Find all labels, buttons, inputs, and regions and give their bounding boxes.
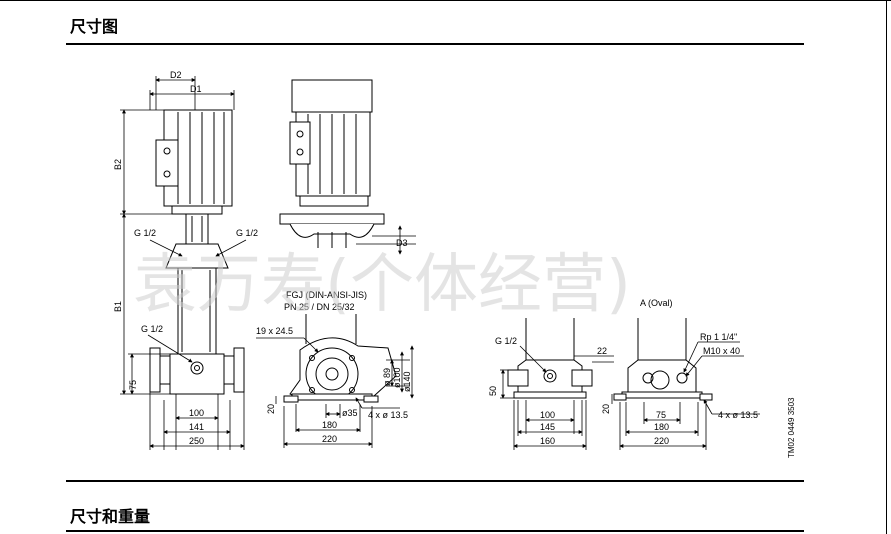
label-180-b: 180 bbox=[654, 422, 669, 432]
section-divider-bottom bbox=[66, 530, 804, 532]
label-75-b: 75 bbox=[656, 410, 666, 420]
label-180-a: 180 bbox=[322, 420, 337, 430]
label-220-b: 220 bbox=[654, 436, 669, 446]
oval-housing bbox=[627, 359, 697, 393]
section-title-dimensions-and-weights: 尺寸和重量 bbox=[70, 507, 151, 526]
flange-body bbox=[289, 337, 397, 399]
label-250: 250 bbox=[189, 436, 204, 446]
label-g12-right: G 1/2 bbox=[236, 228, 258, 238]
terminal-box-side bbox=[289, 121, 311, 165]
label-22: 22 bbox=[597, 346, 607, 356]
coupling bbox=[185, 213, 209, 245]
terminal-box bbox=[155, 139, 179, 187]
label-50: 50 bbox=[488, 386, 498, 396]
pump-front-view bbox=[149, 109, 245, 395]
watermark: 袁万寿(个体经营) bbox=[133, 248, 631, 322]
right-border bbox=[886, 0, 887, 534]
label-4x13-b: 4 x ø 13.5 bbox=[718, 410, 758, 420]
label-a-oval: A (Oval) bbox=[640, 298, 673, 308]
section-title-dimension-drawing: 尺寸图 bbox=[70, 17, 119, 36]
label-m10: M10 x 40 bbox=[703, 346, 740, 356]
oval-flange-view bbox=[613, 318, 713, 401]
label-g12-drain: G 1/2 bbox=[141, 324, 163, 334]
motor-stool bbox=[279, 213, 385, 225]
section-divider-top bbox=[66, 43, 804, 45]
pump-side-view bbox=[279, 79, 385, 248]
label-19x24: 19 x 24.5 bbox=[256, 326, 293, 336]
outlet-flange bbox=[233, 347, 245, 393]
inlet-flange bbox=[149, 347, 161, 393]
label-d140: ø140 bbox=[402, 371, 412, 392]
label-rp: Rp 1 1/4" bbox=[700, 332, 737, 342]
inlet-side-view bbox=[507, 318, 593, 399]
label-20-b: 20 bbox=[601, 404, 611, 414]
label-141: 141 bbox=[189, 422, 204, 432]
label-d2: D2 bbox=[170, 70, 182, 80]
label-b1: B1 bbox=[113, 301, 123, 312]
label-20-a: 20 bbox=[266, 404, 276, 414]
label-g12-left: G 1/2 bbox=[134, 228, 156, 238]
drawing-code: TM02 0449 3503 bbox=[787, 397, 796, 458]
top-border bbox=[0, 0, 891, 1]
label-pn: PN 25 / DN 25/32 bbox=[284, 302, 355, 312]
section-divider-middle bbox=[66, 480, 804, 482]
label-d35: ø35 bbox=[342, 408, 358, 418]
label-d3: D3 bbox=[396, 238, 408, 248]
label-100: 100 bbox=[189, 408, 204, 418]
label-160: 160 bbox=[540, 436, 555, 446]
label-145: 145 bbox=[540, 422, 555, 432]
label-d100: ø100 bbox=[392, 367, 402, 388]
label-b2: B2 bbox=[113, 159, 123, 170]
label-d89: ø 89 bbox=[382, 368, 392, 386]
label-100-b: 100 bbox=[540, 410, 555, 420]
flange-top-view bbox=[283, 314, 397, 403]
label-220-a: 220 bbox=[322, 434, 337, 444]
label-75: 75 bbox=[128, 380, 138, 390]
label-d1: D1 bbox=[190, 84, 202, 94]
label-4x13-a: 4 x ø 13.5 bbox=[368, 410, 408, 420]
label-fgj: FGJ (DIN-ANSI-JIS) bbox=[286, 290, 367, 300]
label-g12-inlet: G 1/2 bbox=[495, 336, 517, 346]
